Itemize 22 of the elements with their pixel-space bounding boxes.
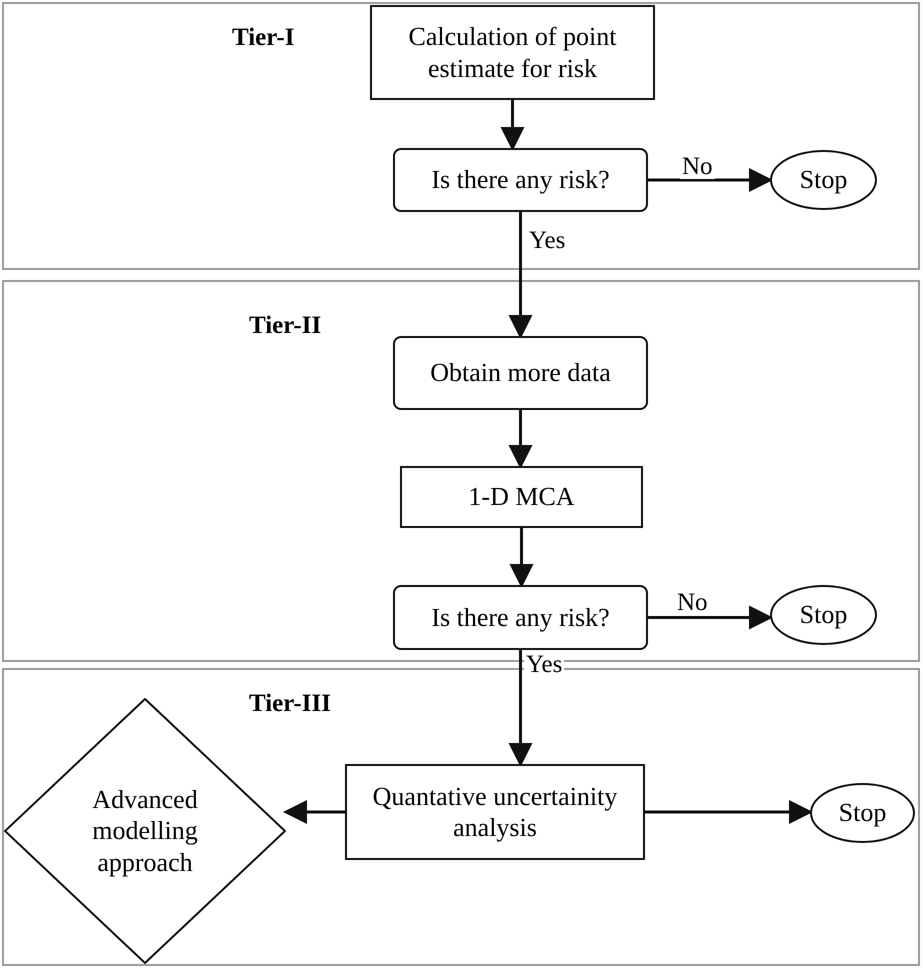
tier-heading: Tier-III — [249, 690, 331, 718]
arrow — [510, 528, 534, 588]
arrow — [648, 606, 773, 630]
process-box: Quantative uncertainity analysis — [345, 764, 645, 860]
terminal-ellipse: Stop — [770, 150, 877, 210]
process-box: Calculation of point estimate for risk — [370, 5, 655, 100]
arrow — [648, 168, 773, 192]
terminal-ellipse: Stop — [810, 783, 915, 843]
arrow — [508, 650, 532, 767]
tier-band — [2, 2, 920, 270]
tier-heading: Tier-I — [232, 24, 294, 52]
decision-box: Is there any risk? — [393, 148, 648, 212]
arrow — [508, 410, 532, 469]
decision-box: Obtain more data — [393, 336, 648, 410]
process-box: 1-D MCA — [400, 466, 643, 528]
arrow — [500, 100, 524, 151]
terminal-ellipse: Stop — [770, 585, 877, 645]
arrow — [508, 212, 532, 339]
arrow — [283, 800, 345, 824]
tier-heading: Tier-II — [249, 312, 322, 340]
arrow — [645, 800, 813, 824]
decision-box: Is there any risk? — [393, 585, 648, 650]
